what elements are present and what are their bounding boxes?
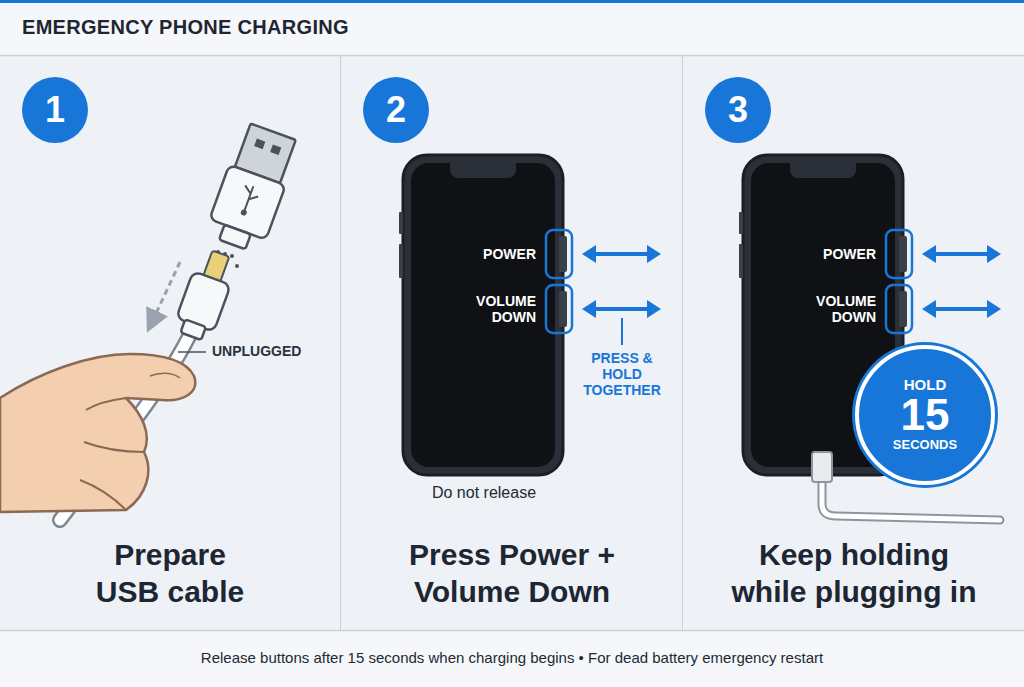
- phone-illustration: [899, 236, 907, 272]
- phone-illustration: [411, 163, 555, 467]
- usb-cable-illustration: [178, 351, 206, 353]
- usb-cable-illustration: [80, 480, 126, 510]
- phone-illustration: [739, 212, 743, 234]
- phone-illustration: [739, 155, 1000, 520]
- usb-cable-illustration: [254, 139, 265, 150]
- phone-illustration: [739, 244, 743, 278]
- phone-illustration: [450, 163, 516, 178]
- usb-cable-illustration: [209, 165, 285, 240]
- step-number: 2: [363, 77, 429, 143]
- timer-text: SECONDS: [893, 437, 957, 453]
- timer-text: HOLD: [904, 377, 947, 394]
- step-number-text: 1: [45, 92, 65, 128]
- double-arrow: [582, 245, 596, 263]
- double-arrow: [932, 252, 990, 256]
- usb-cable-illustration: [235, 264, 239, 268]
- phone-illustration: [899, 291, 907, 327]
- usb-cable-illustration: [152, 262, 180, 322]
- double-arrow: [987, 300, 1001, 318]
- button-label: POWER: [466, 246, 536, 262]
- step-caption: Prepare USB cable: [80, 537, 260, 610]
- double-arrow: [621, 318, 623, 345]
- step-panel: Press Power + Volume Down 2: [341, 55, 683, 630]
- double-arrow: [922, 245, 1001, 318]
- phone-illustration: [812, 452, 832, 482]
- button-label: VOLUME DOWN: [806, 293, 876, 325]
- usb-cable-illustration: [240, 209, 248, 217]
- double-arrow: [592, 252, 650, 256]
- usb-cable-illustration: [0, 121, 301, 520]
- step-caption: Press Power + Volume Down: [392, 537, 632, 610]
- timer-text: 15: [901, 393, 950, 437]
- usb-cable-illustration: [150, 373, 180, 378]
- usb-cable-illustration: [237, 184, 261, 214]
- phone-illustration: [399, 244, 403, 278]
- step-number-text: 3: [728, 92, 748, 128]
- double-arrow: [922, 300, 936, 318]
- phone-illustration: [886, 285, 912, 333]
- phone-illustration: [399, 155, 572, 475]
- usb-cable-illustration: [180, 319, 205, 340]
- step-panel: Keep holding while plugging in 3HOLD15SEC…: [683, 55, 1024, 630]
- header-stripe: [0, 0, 1024, 3]
- phone-illustration: [546, 285, 572, 333]
- step-caption: Keep holding while plugging in: [723, 537, 985, 610]
- phone-illustration: [399, 212, 403, 234]
- footer-rule: [0, 630, 1024, 632]
- step-number: 1: [22, 77, 88, 143]
- footer-band: [0, 630, 1024, 687]
- phone-illustration: [559, 236, 567, 272]
- title: EMERGENCY PHONE CHARGING: [22, 16, 349, 39]
- double-arrow: [987, 245, 1001, 263]
- phone-illustration: [559, 291, 567, 327]
- phone-illustration: [886, 230, 912, 278]
- usb-cable-illustration: [86, 398, 126, 410]
- phone-illustration: [546, 230, 572, 278]
- usb-cable-illustration: [219, 225, 251, 250]
- usb-cable-illustration: [0, 354, 195, 512]
- double-arrow: [922, 245, 936, 263]
- usb-cable-illustration: [230, 254, 234, 258]
- step-number: 3: [705, 77, 771, 143]
- instruction-label: PRESS & HOLD TOGETHER: [578, 350, 666, 398]
- phone-illustration: [822, 478, 1000, 520]
- note-label: Do not release: [420, 484, 548, 502]
- button-label: POWER: [806, 246, 876, 262]
- phone-illustration: [790, 163, 856, 178]
- usb-cable-illustration: [204, 121, 301, 254]
- phone-illustration: [822, 478, 1000, 520]
- double-arrow: [932, 307, 990, 311]
- double-arrow: [592, 307, 650, 311]
- usb-cable-illustration: [84, 442, 144, 452]
- usb-cable-illustration: [270, 144, 281, 155]
- state-label: UNPLUGGED: [212, 343, 322, 359]
- step-panel: Prepare USB cable 1: [0, 55, 341, 630]
- timer-badge: HOLD15SECONDS: [855, 345, 995, 485]
- double-arrow: [582, 300, 596, 318]
- button-label: VOLUME DOWN: [466, 293, 536, 325]
- double-arrow: [647, 245, 661, 263]
- step-number-text: 2: [386, 92, 406, 128]
- header-band: [0, 0, 1024, 55]
- usb-cable-illustration: [172, 247, 240, 343]
- double-arrow: [582, 245, 661, 345]
- caption: Release buttons after 15 seconds when ch…: [12, 649, 1012, 666]
- phone-illustration: [403, 155, 563, 475]
- double-arrow: [647, 300, 661, 318]
